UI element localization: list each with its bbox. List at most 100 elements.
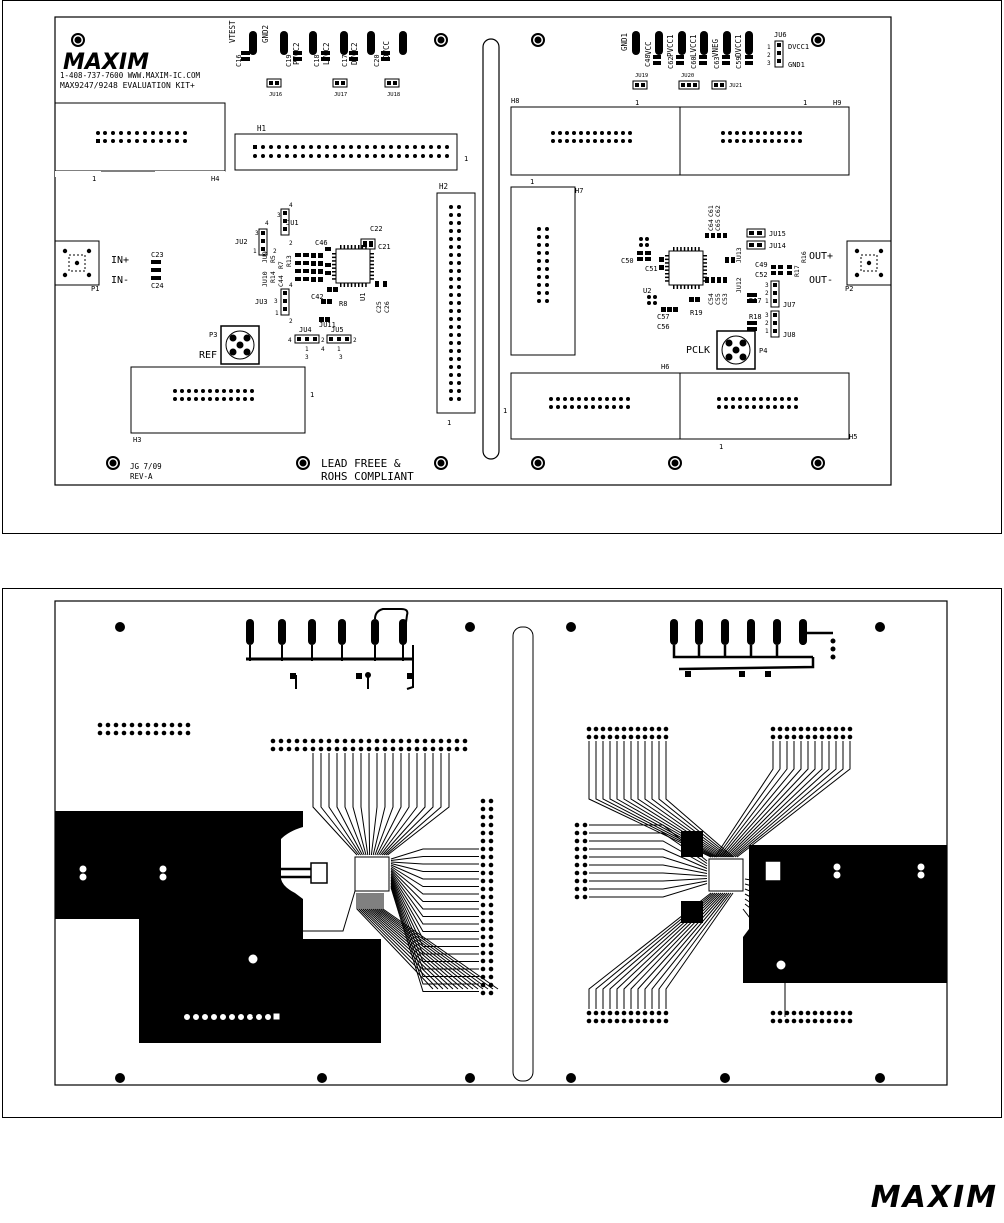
pad <box>847 1018 853 1024</box>
trace <box>380 893 494 990</box>
trace <box>366 893 459 990</box>
cap-c16: C16 <box>235 54 243 67</box>
trace <box>328 753 362 856</box>
svg-text:1: 1 <box>803 99 807 107</box>
pin <box>791 131 795 135</box>
trace <box>390 869 479 902</box>
pin <box>763 139 767 143</box>
pin <box>545 275 549 279</box>
pad <box>833 726 839 732</box>
pad <box>593 734 599 740</box>
cap-c46: C46 <box>315 239 328 247</box>
pad <box>600 1010 606 1016</box>
pad <box>777 734 783 740</box>
pad <box>574 870 580 876</box>
pad <box>812 1010 818 1016</box>
pad <box>819 726 825 732</box>
pin <box>421 154 425 158</box>
pad <box>488 966 494 972</box>
pin <box>457 213 461 217</box>
pad <box>826 726 832 732</box>
pin <box>449 341 453 345</box>
svg-text:2: 2 <box>767 52 771 59</box>
trace <box>730 741 830 858</box>
connector-h6-label: H6 <box>661 363 669 371</box>
connector-h3-pins <box>173 389 254 401</box>
svg-text:3: 3 <box>255 230 259 237</box>
revision: REV-A <box>130 472 153 481</box>
sma-p3 <box>220 325 260 365</box>
pin <box>293 145 297 149</box>
pin <box>731 397 735 401</box>
trace <box>356 893 434 990</box>
jumper-ju7: JU7 <box>783 301 796 309</box>
pin <box>236 397 240 401</box>
right-ground-pour <box>743 845 947 983</box>
svg-text:1: 1 <box>767 44 771 51</box>
pin <box>449 221 453 225</box>
trace <box>726 741 816 858</box>
pin <box>787 397 791 401</box>
pin <box>457 253 461 257</box>
pin <box>449 253 453 257</box>
pin <box>357 154 361 158</box>
ic-pin <box>703 255 707 257</box>
pin <box>349 154 353 158</box>
trace <box>390 867 479 895</box>
pad <box>169 722 175 728</box>
pin <box>545 267 549 271</box>
pad <box>784 1010 790 1016</box>
resistor-r19: R19 <box>690 309 703 317</box>
pin <box>341 145 345 149</box>
out-minus-label: OUT- <box>809 275 833 286</box>
pad <box>656 1018 662 1024</box>
trace <box>589 864 708 874</box>
pad <box>833 734 839 740</box>
trace <box>734 741 844 858</box>
pad <box>840 1018 846 1024</box>
pad <box>382 746 388 752</box>
right-power-pads <box>632 31 753 55</box>
pad <box>656 734 662 740</box>
pin <box>600 139 604 143</box>
pad <box>446 738 452 744</box>
pin <box>457 317 461 321</box>
connector-h5-label: H5 <box>849 433 857 441</box>
pad <box>438 746 444 752</box>
pad <box>649 1018 655 1024</box>
pad <box>791 1018 797 1024</box>
trace <box>589 848 708 869</box>
maxim-footer-logo: MAXIM <box>870 1180 998 1215</box>
ic-pin <box>698 285 700 289</box>
pin <box>724 397 728 401</box>
pin <box>579 139 583 143</box>
pad <box>480 966 486 972</box>
pad <box>454 746 460 752</box>
pad <box>614 1018 620 1024</box>
pad <box>770 1018 776 1024</box>
trace <box>744 883 823 902</box>
trace <box>716 741 781 858</box>
pad <box>812 1018 818 1024</box>
pad <box>840 734 846 740</box>
pin <box>537 291 541 295</box>
pin <box>449 333 453 337</box>
pad <box>422 738 428 744</box>
pin <box>277 145 281 149</box>
pin <box>457 333 461 337</box>
pin <box>381 145 385 149</box>
svg-text:1: 1 <box>305 346 309 353</box>
pad <box>310 746 316 752</box>
pad <box>791 1010 797 1016</box>
pad <box>145 730 151 736</box>
pad <box>366 738 372 744</box>
pin <box>405 154 409 158</box>
pin <box>777 139 781 143</box>
pad <box>642 1010 648 1016</box>
ic-pin <box>665 280 669 282</box>
cap-c48: C48 <box>644 54 652 67</box>
pad <box>600 734 606 740</box>
pad <box>97 722 103 728</box>
pad <box>847 734 853 740</box>
pad <box>574 886 580 892</box>
